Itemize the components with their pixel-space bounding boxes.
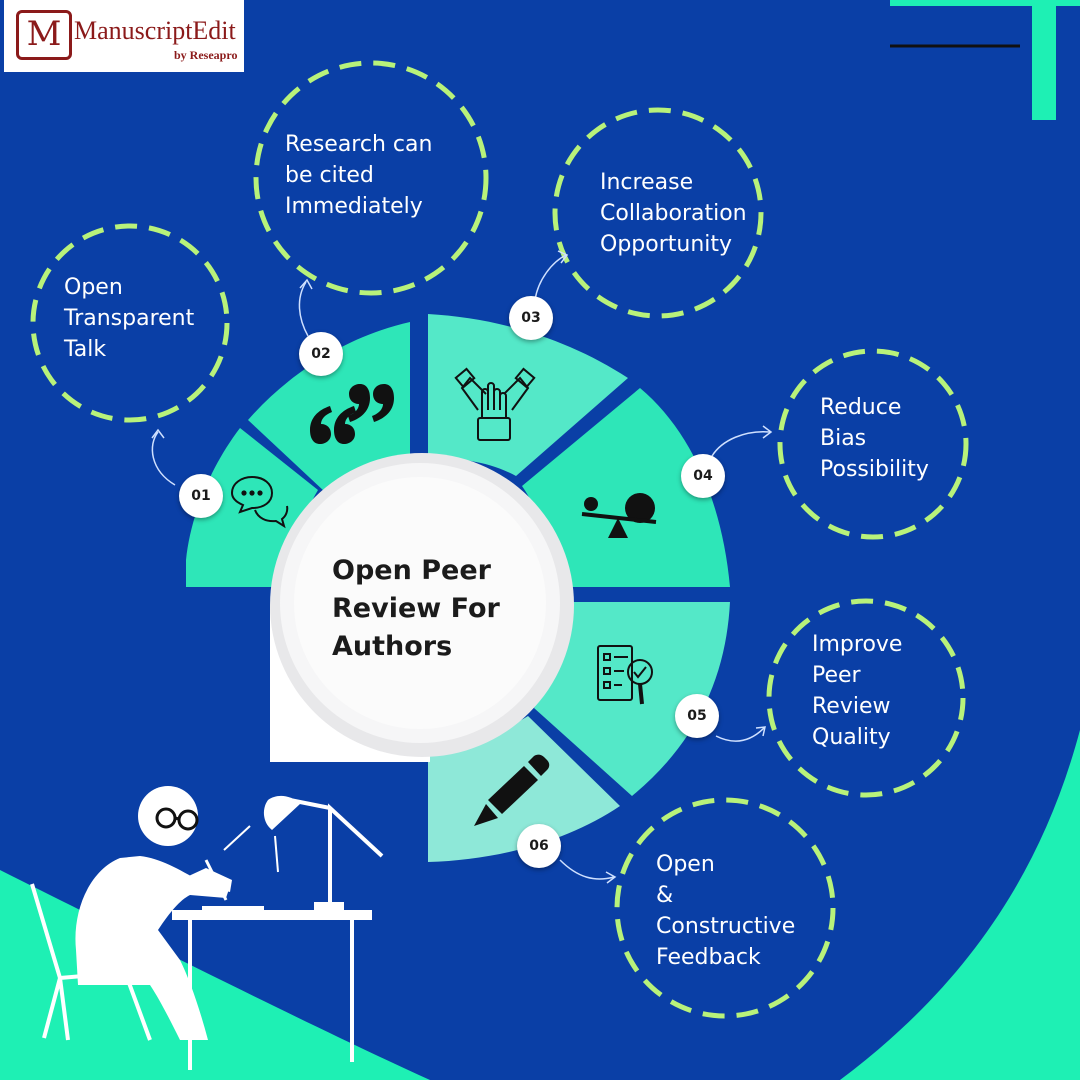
center-title: Open Peer Review For Authors [332, 555, 500, 662]
lamp-light-1 [223, 825, 251, 851]
arrow-06 [559, 859, 615, 880]
arrow-05 [715, 727, 765, 742]
bubble-text-05: Improve Peer Review Quality [812, 632, 903, 750]
bubble-ring-05 [766, 598, 966, 798]
checklist-magnifier-icon [597, 645, 653, 705]
lamp-shade [263, 795, 300, 830]
arrow-03-head [557, 250, 569, 264]
collaboration-hands-icon [454, 367, 536, 441]
arrow-05-head [755, 726, 766, 737]
badge-01: 01 [179, 474, 223, 518]
lamp-base [314, 902, 344, 910]
bubble-ring-04 [777, 348, 969, 540]
paper [202, 906, 264, 910]
bubble-ring-03 [552, 107, 764, 319]
logo-name: ManuscriptEdit [74, 16, 236, 45]
person-at-desk-illustration [30, 786, 384, 1070]
glasses-icon [155, 807, 199, 831]
teal-wave-shape [0, 870, 430, 1080]
person-head [138, 786, 198, 846]
logo-mark-icon: M [16, 10, 72, 60]
badge-05: 05 [675, 694, 719, 738]
bubble-text-02: Research can be cited Immediately [285, 132, 433, 219]
pencil-icon [474, 754, 550, 826]
quote-marks-icon [310, 384, 394, 444]
arrow-02-head [299, 278, 313, 290]
arrow-04-head [762, 425, 773, 439]
center-circle-inner [294, 477, 546, 729]
badge-03: 03 [509, 296, 553, 340]
logo-byline: by Reseapro [174, 48, 238, 62]
badge-02: 02 [299, 332, 343, 376]
segment-04 [522, 388, 730, 587]
lamp-light-2 [274, 835, 279, 873]
arrow-01-head [151, 428, 165, 439]
bubble-text-04: Reduce Bias Possibility [820, 395, 929, 482]
bubble-ring-01 [30, 223, 230, 423]
bubble-ring-02 [253, 60, 489, 296]
bubble-text-06: Open & Constructive Feedback [656, 852, 796, 970]
brand-logo: M ManuscriptEdit by Reseapro [4, 0, 244, 72]
arrow-04 [711, 431, 771, 457]
writing-pen [204, 859, 228, 901]
chat-bubbles-icon [230, 475, 289, 529]
badge-06: 06 [517, 824, 561, 868]
badge-04: 04 [681, 454, 725, 498]
arrow-01 [151, 431, 176, 486]
top-right-bar [1032, 0, 1056, 120]
desk-top [172, 910, 372, 920]
balance-scale-icon [581, 493, 657, 538]
chair [30, 883, 152, 1041]
bubble-ring-06 [614, 797, 836, 1019]
arrow-02 [298, 281, 309, 337]
person-body [75, 856, 230, 1040]
arrow-03 [534, 254, 567, 301]
connector-arrows [151, 250, 773, 884]
bubble-text-03: Increase Collaboration Opportunity [600, 170, 747, 257]
bubble-text-01: Open Transparent Talk [64, 275, 195, 362]
teal-arc-shape [840, 730, 1080, 1080]
arrow-06-head [605, 871, 617, 884]
